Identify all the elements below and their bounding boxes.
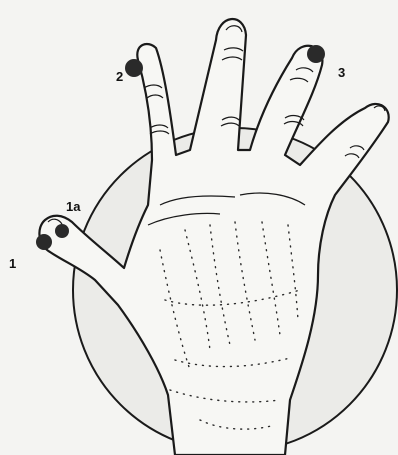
point-2 (125, 59, 143, 77)
point-3 (307, 45, 325, 63)
label-1: 1 (9, 257, 16, 270)
label-1a: 1a (66, 200, 80, 213)
label-3: 3 (338, 66, 345, 79)
label-2: 2 (116, 70, 123, 83)
point-1 (36, 234, 52, 250)
point-1a (55, 224, 69, 238)
